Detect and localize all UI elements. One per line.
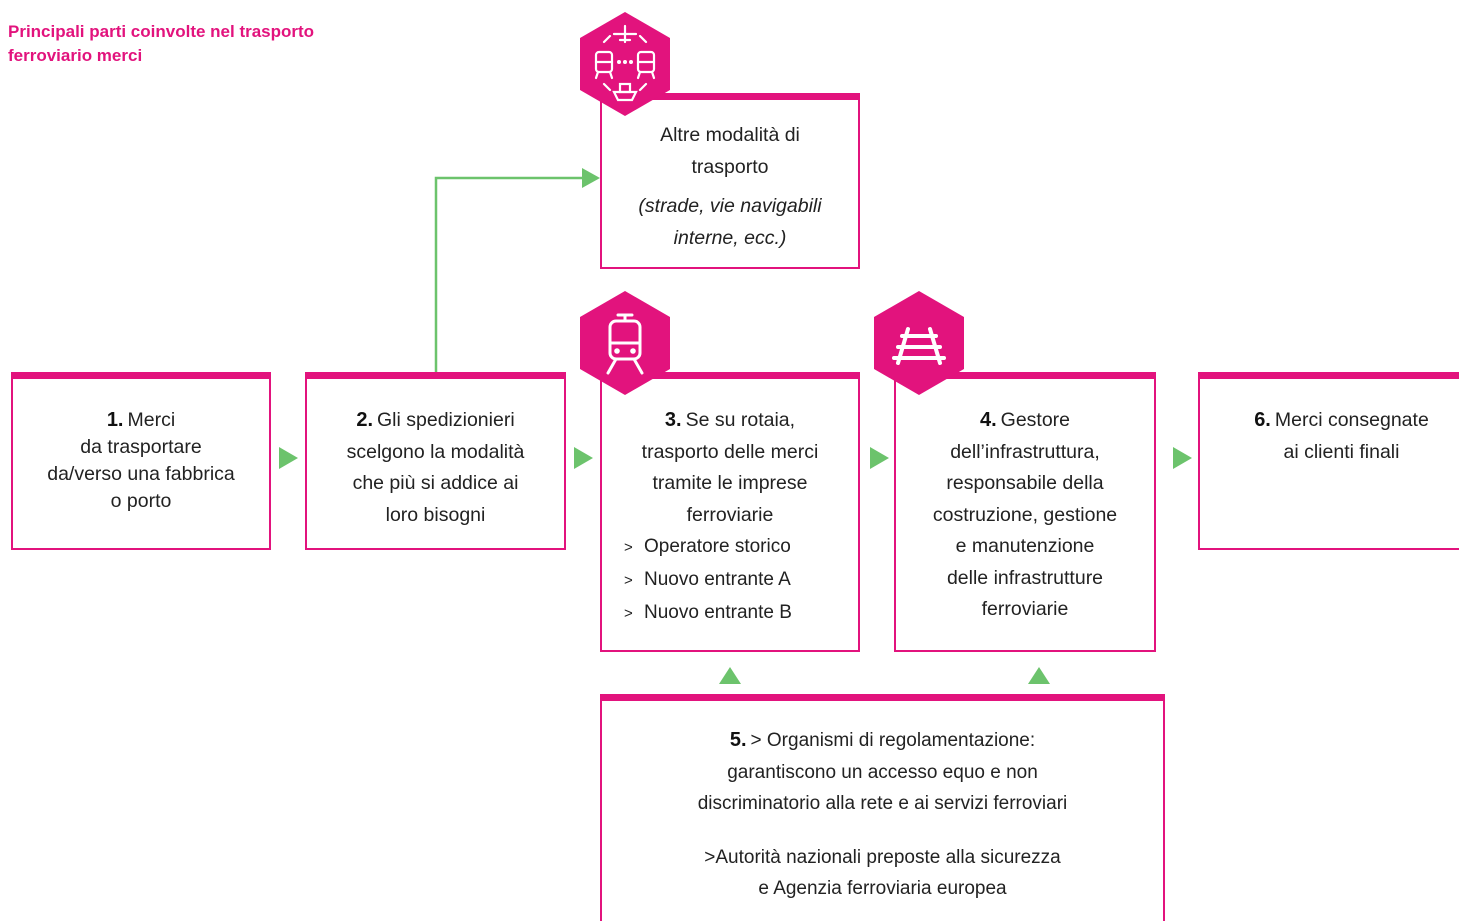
other-line: Altre modalità di bbox=[660, 124, 800, 146]
step-text: ai clienti finali bbox=[1283, 440, 1400, 463]
step-text: Gestore bbox=[1000, 409, 1071, 431]
train-icon bbox=[580, 291, 670, 395]
diagram-title: Principali parti coinvolte nel trasporto… bbox=[8, 22, 315, 65]
box-step-5: 5.> Organismi di regolamentazione: garan… bbox=[600, 694, 1165, 921]
step-text: discriminatorio alla rete e ai servizi f… bbox=[697, 793, 1068, 814]
step-text: Merci bbox=[127, 409, 176, 431]
step-text: ferroviarie bbox=[686, 503, 774, 526]
step-text: costruzione, gestione bbox=[932, 503, 1118, 526]
step-text: che più si addice ai bbox=[352, 472, 519, 494]
box-step-1: 1.Merci da trasportare da/verso una fabb… bbox=[11, 372, 271, 550]
step-text: e manutenzione bbox=[955, 535, 1095, 557]
box-step-4: 4.Gestore dell’infrastruttura, responsab… bbox=[894, 372, 1156, 652]
operator-list: >Operatore storico >Nuovo entrante A >Nu… bbox=[602, 531, 858, 630]
step-text: >Autorità nazionali preposte alla sicure… bbox=[704, 846, 1061, 868]
box-step-2: 2.Gli spedizionieri scelgono la modalità… bbox=[305, 372, 566, 550]
step-number: 5. bbox=[729, 729, 747, 751]
step-text: garantiscono un accesso equo e non bbox=[727, 761, 1038, 783]
step-number: 3. bbox=[664, 409, 682, 431]
flow-arrow-2-3 bbox=[574, 447, 593, 469]
step-text: Merci consegnate bbox=[1274, 409, 1429, 431]
railway-track-icon bbox=[874, 291, 964, 395]
step-text: da/verso una fabbrica bbox=[47, 463, 235, 485]
step-text: ferroviarie bbox=[981, 598, 1069, 620]
step-number: 1. bbox=[106, 409, 124, 431]
flow-arrow-3-4 bbox=[870, 447, 889, 469]
multimodal-transport-icon bbox=[580, 12, 670, 116]
step-text: loro bisogni bbox=[385, 503, 486, 526]
list-item: >Operatore storico bbox=[624, 536, 791, 557]
flow-arrow-5-4 bbox=[1028, 667, 1050, 684]
flow-arrow-4-6 bbox=[1173, 447, 1192, 469]
list-item: >Nuovo entrante A bbox=[624, 569, 791, 590]
step-number: 4. bbox=[979, 409, 997, 431]
step-text: Se su rotaia, bbox=[685, 409, 796, 431]
other-line: trasporto bbox=[691, 155, 769, 178]
step-text: responsabile della bbox=[946, 472, 1104, 494]
step-number: 2. bbox=[356, 409, 374, 431]
box-other-transport-modes: Altre modalità di trasporto (strade, vie… bbox=[600, 93, 860, 269]
step-text: dell’infrastruttura, bbox=[950, 440, 1100, 463]
connector-arrowhead bbox=[582, 168, 600, 188]
step-text: da trasportare bbox=[80, 436, 202, 458]
other-note: (strade, vie navigabili bbox=[638, 195, 822, 217]
step-text: delle infrastrutture bbox=[946, 566, 1104, 589]
flow-arrow-1-2 bbox=[279, 447, 298, 469]
step-text: tramite le imprese bbox=[652, 472, 808, 494]
step-text: > Organismi di regolamentazione: bbox=[750, 730, 1036, 751]
flow-arrow-5-3 bbox=[719, 667, 741, 684]
box-step-6: 6.Merci consegnate ai clienti finali bbox=[1198, 372, 1459, 550]
list-item: >Nuovo entrante B bbox=[624, 602, 792, 623]
step-text: Gli spedizionieri bbox=[377, 409, 515, 431]
step-text: o porto bbox=[110, 490, 172, 512]
step-number: 6. bbox=[1254, 409, 1271, 431]
box-step-3: 3.Se su rotaia, trasporto delle merci tr… bbox=[600, 372, 860, 652]
step-text: e Agenzia ferroviaria europea bbox=[758, 878, 1007, 899]
step-text: scelgono la modalità bbox=[346, 440, 525, 463]
step-text: trasporto delle merci bbox=[641, 440, 819, 463]
other-note: interne, ecc.) bbox=[673, 226, 787, 249]
